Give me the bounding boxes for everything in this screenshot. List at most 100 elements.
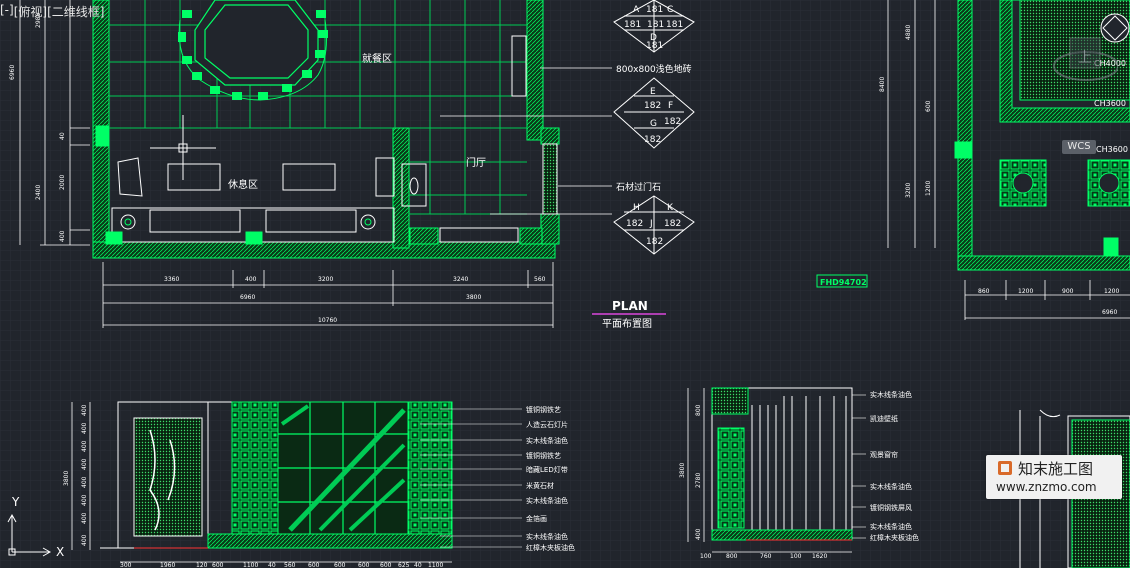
e1-dim-b7: 600: [308, 562, 320, 568]
e1-dim-l8: 400: [81, 534, 88, 546]
rp-dim-l0: 4880: [905, 25, 912, 40]
e1-dim-b12: 40: [414, 562, 422, 568]
e2-dim-b0: 100: [700, 553, 712, 560]
e2-dim-b4: 1620: [812, 553, 827, 560]
e1-dim-l6: 400: [81, 494, 88, 506]
dim-b1-1: 400: [245, 276, 257, 283]
rp-dim-l1: 8400: [879, 77, 886, 92]
mark-H-v1: 182: [626, 219, 643, 229]
view-direction-button[interactable]: [俯视]: [13, 5, 48, 19]
e1-dim-l1: 400: [81, 404, 88, 416]
rp-dim-b2: 900: [1062, 288, 1074, 295]
e2-dim-b3: 100: [790, 553, 802, 560]
e1-dim-b2: 120: [196, 562, 208, 568]
e1-dim-b9: 600: [358, 562, 370, 568]
mark-A-tr: 181: [646, 41, 663, 51]
wcs-menu-button[interactable]: WCS: [1062, 140, 1096, 154]
e1-label-10: 红樟木夹板油色: [526, 543, 575, 552]
e1-dim-b8: 600: [334, 562, 346, 568]
rp-dim-l4: 600: [925, 100, 932, 112]
mark-A-left: 181: [624, 20, 641, 30]
ucs-y-label: Y: [11, 495, 20, 509]
elevation-1: [100, 401, 453, 549]
zone-label-dining: 就餐区: [362, 52, 392, 65]
dim-b1-2: 3200: [318, 276, 333, 283]
dim-left-2: 2980: [35, 13, 42, 28]
e2-label-3: 实木线条油色: [870, 482, 912, 491]
plan-title-cn: 平面布置图: [602, 318, 652, 330]
view-cube[interactable]: 上: [1048, 28, 1118, 88]
mark-E-v2: 182: [664, 117, 681, 127]
note-floor-tile: 800x800浅色地砖: [616, 63, 692, 75]
mark-A-bl: 181: [647, 20, 664, 30]
e1-dim-l5: 400: [81, 476, 88, 488]
ucs-axis-icon: [7, 513, 52, 557]
e2-label-6: 红樟木夹板油色: [870, 533, 919, 542]
e1-dim-b10: 600: [380, 562, 392, 568]
e1-label-1: 人造云石灯片: [526, 420, 568, 429]
mark-E-right: F: [668, 101, 673, 111]
brand-logo-icon: [998, 461, 1012, 475]
rp-dim-b1: 1200: [1018, 288, 1033, 295]
e2-dim-l2: 800: [695, 404, 702, 416]
plan-title-en: PLAN: [612, 299, 648, 313]
drawing-tag: FHD94702: [820, 278, 867, 287]
e2-label-4: 镀铜钢铁屏风: [870, 503, 912, 512]
e1-label-4: 镀铜钢铁艺: [526, 451, 561, 460]
section-mark-E: [613, 77, 695, 149]
section-mark-A: [613, 0, 695, 53]
note-threshold: 石材过门石: [616, 181, 661, 193]
ceiling-label-2: CH3600: [1094, 99, 1126, 108]
viewport-menu-button[interactable]: [-]: [0, 3, 14, 17]
e2-dim-l0: 3800: [679, 463, 686, 478]
zone-label-foyer: 门厅: [466, 156, 486, 169]
rp-dim-b0: 860: [978, 288, 990, 295]
e2-label-1: 凯迪壁纸: [870, 414, 898, 423]
main-floor-plan: [92, 0, 560, 259]
mark-A-tl: 181: [646, 5, 663, 15]
dim-left-3: 40: [59, 132, 66, 140]
e1-label-5: 暗藏LED灯带: [526, 465, 568, 474]
mark-H-bottom: J: [649, 219, 653, 229]
e1-label-6: 米黄石材: [526, 481, 554, 490]
zone-label-rest: 休息区: [228, 178, 258, 191]
e2-dim-l3: 400: [695, 528, 702, 540]
dim-left-6: 400: [59, 230, 66, 242]
dim-b2-1: 3800: [466, 294, 481, 301]
dim-b1-0: 3360: [164, 276, 179, 283]
dim-b2-0: 6960: [240, 294, 255, 301]
ceiling-label-3: CH3600: [1096, 145, 1128, 154]
watermark-brand: 知末施工图: [1018, 460, 1094, 478]
e1-dim-b3: 600: [212, 562, 224, 568]
ucs-x-label: X: [56, 545, 64, 559]
plan-left-dims: [19, 0, 90, 246]
mark-A-top: A: [633, 5, 640, 15]
mark-H-v2: 182: [664, 219, 681, 229]
e2-label-0: 实木线条油色: [870, 390, 912, 399]
mark-H-v3: 182: [646, 237, 663, 247]
visual-style-button[interactable]: [二维线框]: [47, 5, 105, 19]
e1-dim-l3: 400: [81, 440, 88, 452]
e1-dim-b11: 625: [398, 562, 410, 568]
rp-dim-l2: 3200: [905, 183, 912, 198]
mark-H-top: H: [633, 203, 640, 213]
watermark-url: www.znzmo.com: [996, 480, 1097, 494]
viewport-controls[interactable]: [-] [俯视] [二维线框]: [0, 3, 104, 20]
e1-dim-l4: 400: [81, 458, 88, 470]
mark-E-top: E: [650, 87, 656, 97]
e1-dim-l2: 400: [81, 422, 88, 434]
mark-E-v1: 182: [644, 101, 661, 111]
mark-E-bottom: G: [650, 119, 657, 129]
svg-text:上: 上: [1078, 50, 1092, 66]
e2-label-2: 观景窗帘: [870, 450, 898, 459]
e1-dim-b0: 300: [120, 562, 132, 568]
e1-dim-b4: 1100: [243, 562, 258, 568]
e1-dim-l0: 3800: [63, 471, 70, 486]
mark-A-bottom: D: [650, 33, 657, 43]
e1-label-0: 镀铜钢铁艺: [526, 405, 561, 414]
section-mark-H: [613, 195, 695, 255]
e1-label-7: 实木线条油色: [526, 496, 568, 505]
e1-label-9: 实木线条油色: [526, 532, 568, 541]
dim-b3-0: 10760: [318, 317, 337, 324]
